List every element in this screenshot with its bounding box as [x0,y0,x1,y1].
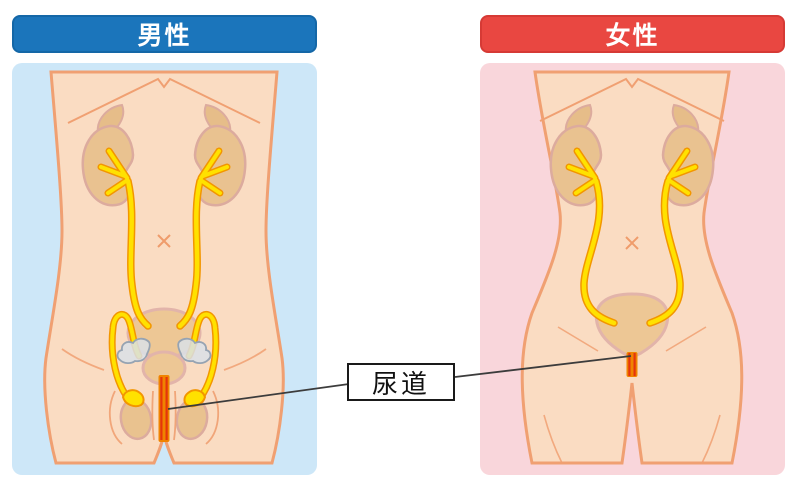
navel [625,236,639,250]
groin-creases [543,326,721,464]
bladder [594,292,670,357]
urethra-label: 尿道 [347,363,455,401]
urethra-label-text: 尿道 [371,368,430,399]
female-header-label: 女性 [480,15,785,53]
female-figure-illustration [520,70,744,465]
body-outline [520,70,744,465]
urethra-male [158,375,170,442]
costal-margin [539,77,725,122]
female-header-text: 女性 [605,22,660,50]
male-panel [12,63,317,475]
urethra-female [626,352,638,377]
male-header-label: 男性 [12,15,317,53]
female-panel [480,63,785,475]
navel [157,234,171,248]
male-header-text: 男性 [137,22,192,50]
male-figure-illustration [43,70,285,465]
groin-creases [61,348,267,371]
costal-margin [67,77,261,124]
